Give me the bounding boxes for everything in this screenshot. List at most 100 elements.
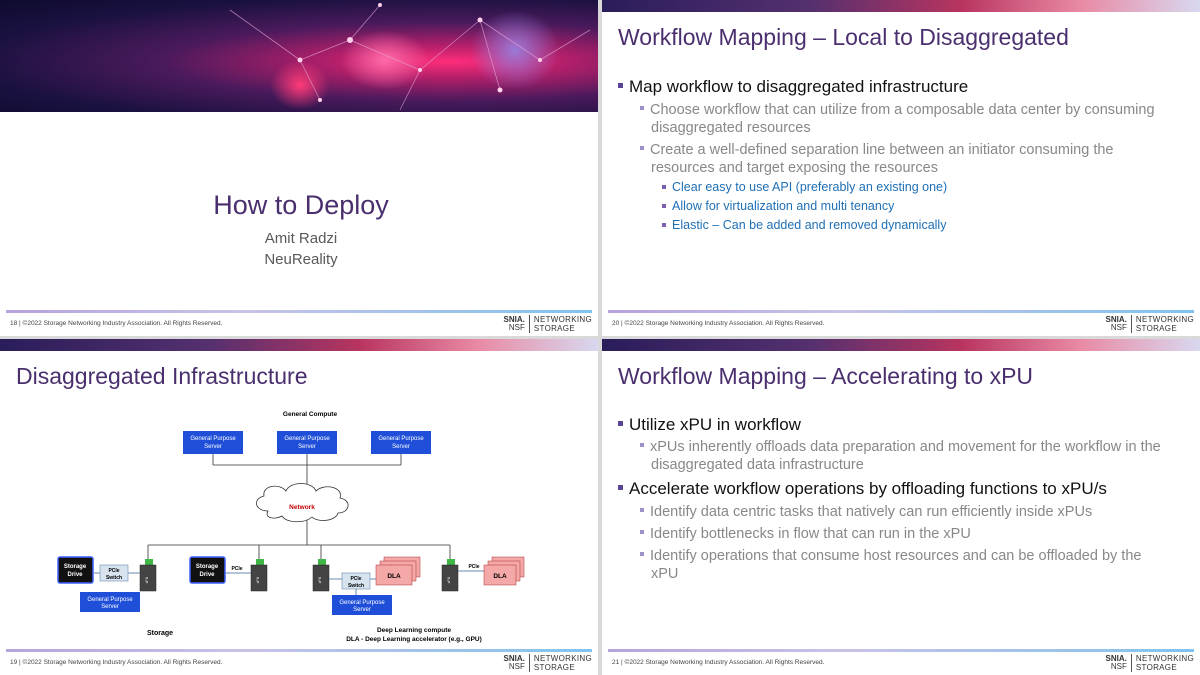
slide-number: 18: [10, 320, 18, 327]
sub-sub-bullet-1: Clear easy to use API (preferably an exi…: [662, 180, 947, 194]
xpu-card-1: [139, 564, 157, 592]
logo-nsf: NSF: [1110, 323, 1127, 332]
top-strip: [0, 339, 598, 351]
xpu-card-2-label: xPU: [256, 576, 260, 583]
pcie-label-4: PCIe: [468, 564, 479, 570]
bullet-2: Accelerate workflow operations by offloa…: [618, 479, 1107, 499]
footer-line: [608, 649, 1194, 652]
storage-server-b: Server: [101, 604, 119, 610]
slide-19: Disaggregated Infrastructure General Com…: [0, 339, 598, 675]
author-name: Amit Radzi: [264, 230, 338, 247]
server-box-1: [183, 431, 243, 454]
top-strip: [602, 339, 1200, 351]
sub-bullet-2: Identify data centric tasks that nativel…: [640, 503, 1092, 521]
storage-group: Storage Drive PCIe Switch General Purpos…: [57, 556, 173, 637]
author-company: NeuReality: [264, 251, 338, 268]
pcie-switch-1-a: PCIe: [108, 568, 119, 574]
copyright: | ©2022 Storage Networking Industry Asso…: [19, 320, 223, 327]
footer-line: [608, 310, 1194, 313]
network-cloud-icon: Network: [256, 483, 349, 523]
dl-server: [332, 595, 392, 615]
sub-bullet-4: Identify operations that consume host re…: [640, 547, 1141, 583]
slide-title: Workflow Mapping – Local to Disaggregate…: [618, 24, 1069, 50]
pcie-switch-2-b: Switch: [348, 583, 364, 589]
slide-number: 20: [612, 320, 620, 327]
xpu-card-4-label: xPU: [447, 576, 451, 583]
storage-drive-1: [57, 556, 94, 584]
storage-drive-2: [189, 556, 226, 584]
bullet-1: Map workflow to disaggregated infrastruc…: [618, 77, 968, 97]
dla-label-1: DLA: [387, 573, 401, 580]
copyright: | ©2022 Storage Networking Industry Asso…: [621, 659, 825, 666]
server-label-2a: General Purpose: [284, 436, 330, 442]
storage-drive-1-label-b: Drive: [67, 572, 83, 578]
storage-server-a: General Purpose: [87, 597, 133, 603]
xpu-card-4: [441, 564, 459, 592]
logo-line1: NETWORKING: [533, 315, 592, 324]
pcie-label-2: PCIe: [231, 566, 242, 572]
xpu-card-3: [312, 564, 330, 592]
slide-number: 21: [612, 659, 620, 666]
footer-text: 19 | ©2022 Storage Networking Industry A…: [10, 659, 222, 666]
sub-bullet-2: Create a well-defined separation line be…: [640, 141, 1113, 177]
sub-bullet-3: Identify bottlenecks in flow that can ru…: [640, 525, 971, 543]
logo-line2: STORAGE: [1135, 663, 1177, 672]
general-compute-label: General Compute: [283, 411, 338, 418]
logo-line1: NETWORKING: [1135, 654, 1194, 663]
network-lines-graphic: [229, 3, 591, 111]
server-label-3b: Server: [392, 444, 410, 450]
footer-text: 20 | ©2022 Storage Networking Industry A…: [612, 320, 824, 327]
footer-line: [6, 310, 592, 313]
storage-drive-2-label-a: Storage: [196, 564, 219, 570]
slide-title: How to Deploy: [213, 190, 389, 220]
logo-nsf: NSF: [508, 662, 525, 671]
storage-drive-1-label-a: Storage: [64, 564, 87, 570]
logo-nsf: NSF: [508, 323, 525, 332]
network-label: Network: [289, 504, 315, 511]
dla-box-1: [375, 564, 413, 586]
footer-text: 21 | ©2022 Storage Networking Industry A…: [612, 659, 824, 666]
server-label-3a: General Purpose: [378, 436, 424, 442]
copyright: | ©2022 Storage Networking Industry Asso…: [621, 320, 825, 327]
logo-nsf: NSF: [1110, 662, 1127, 671]
footer-text: 18 | ©2022 Storage Networking Industry A…: [10, 320, 222, 327]
dla-box-2: [483, 564, 517, 586]
dl-server-b: Server: [353, 607, 371, 613]
copyright: | ©2022 Storage Networking Industry Asso…: [19, 659, 223, 666]
pcie-switch-1-b: Switch: [106, 575, 122, 581]
xpu-card-2: [250, 564, 268, 592]
top-servers: General Purpose Server General Purpose S…: [183, 431, 431, 454]
storage-drive-2-label-b: Drive: [199, 572, 215, 578]
logo-snia: SNIA.: [1105, 654, 1127, 663]
server-label-1a: General Purpose: [190, 436, 236, 442]
dl-group: xPU PCIe Switch DLA General Purpose Serv…: [312, 556, 525, 643]
slide-18: How to Deploy Amit Radzi NeuReality 18 |…: [0, 0, 598, 336]
dla-label-2: DLA: [493, 573, 507, 580]
bullet-1: Utilize xPU in workflow: [618, 415, 801, 435]
hero-image: [0, 0, 598, 112]
dl-server-a: General Purpose: [339, 600, 385, 606]
xpu-card-1-label: xPU: [145, 576, 149, 583]
dl-compute-label: Deep Learning compute: [377, 627, 451, 634]
logo-line2: STORAGE: [533, 324, 575, 333]
storage-label: Storage: [147, 630, 173, 637]
logo-line1: NETWORKING: [1135, 315, 1194, 324]
sub-bullet-1: Choose workflow that can utilize from a …: [640, 101, 1155, 137]
logo-line2: STORAGE: [1135, 324, 1177, 333]
server-label-2b: Server: [298, 444, 316, 450]
slide-title: Disaggregated Infrastructure: [16, 363, 308, 389]
xpu-card-3-label: xPU: [318, 576, 322, 583]
logo-snia: SNIA.: [503, 315, 525, 324]
slide-title: Workflow Mapping – Accelerating to xPU: [618, 363, 1034, 389]
infrastructure-diagram: General Compute General Purpose Server G…: [57, 411, 525, 643]
sub-sub-bullet-2: Allow for virtualization and multi tenan…: [662, 199, 894, 213]
dla-note-label: DLA - Deep Learning accelerator (e.g., G…: [346, 636, 482, 643]
logo-line1: NETWORKING: [533, 654, 592, 663]
sub-sub-bullet-3: Elastic – Can be added and removed dynam…: [662, 218, 946, 232]
footer-line: [6, 649, 592, 652]
slide-21: Workflow Mapping – Accelerating to xPU U…: [602, 339, 1200, 675]
